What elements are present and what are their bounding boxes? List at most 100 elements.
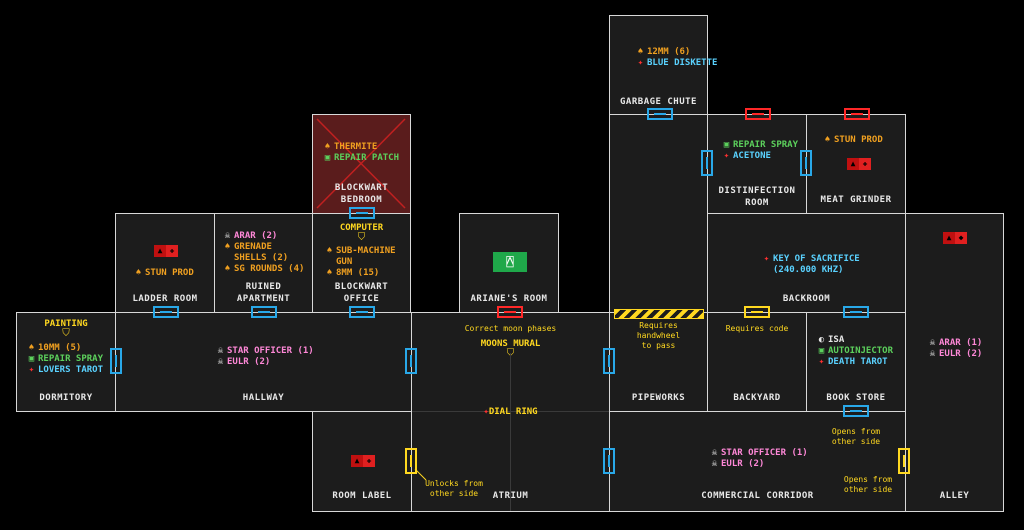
opens-note-2: other side (831, 437, 881, 446)
item-icon: ☠ (929, 338, 936, 348)
item-entry: ▣REPAIR SPRAY (722, 140, 798, 151)
item-icon: ☠ (711, 448, 718, 458)
room-alley: ▲◆ ☠ARAR (1)☠EULR (2) ALLEY (905, 213, 1004, 512)
door-office-hallway[interactable] (349, 306, 375, 318)
item-icon: ♠ (28, 343, 35, 353)
item-icon: ☠ (224, 231, 231, 241)
item-entry: ☠STAR OFFICER (1) (710, 448, 808, 459)
backroom-label: BACKROOM (782, 294, 831, 304)
item-text: ISA (828, 335, 845, 345)
door-backroom-bookstore[interactable] (843, 306, 869, 318)
item-entry: SHELLS (2) (223, 253, 304, 264)
door-corridor-alley-oneway[interactable] (898, 448, 910, 474)
pipeworks-note-3: to pass (641, 341, 676, 350)
item-icon: ▣ (818, 346, 825, 356)
book-store-items: ◐ISA▣AUTOINJECTOR✦DEATH TAROT (817, 335, 893, 368)
pipeworks-label: PIPEWORKS (631, 393, 686, 403)
handwheel-hazard-barrier (614, 309, 704, 319)
moon-phases-note: Correct moon phases (464, 324, 557, 333)
room-book-store: ◐ISA▣AUTOINJECTOR✦DEATH TAROT BOOK STORE (806, 312, 906, 412)
door-garbage-chute[interactable] (647, 108, 673, 120)
door-meat-grinder-locked[interactable] (844, 108, 870, 120)
door-arianes-atrium-locked[interactable] (497, 306, 523, 318)
meat-grinder-items: ♠STUN PROD (823, 135, 883, 146)
item-icon: ♠ (224, 242, 231, 252)
door-distinfection-locked[interactable] (745, 108, 771, 120)
item-icon: ♠ (326, 246, 333, 256)
door-pipeworks-distinfection[interactable] (701, 150, 713, 176)
item-entry: ♠10MM (5) (27, 343, 103, 354)
alley-badge-icon: ▲◆ (943, 232, 967, 244)
item-icon: ✦ (763, 254, 770, 264)
door-apartment-hallway[interactable] (251, 306, 277, 318)
painting-icon: ⛉ (62, 328, 70, 339)
item-icon: ☠ (929, 349, 936, 359)
item-entry: ✦LOVERS TAROT (27, 365, 103, 376)
item-entry: ☠STAR OFFICER (1) (216, 346, 314, 357)
door-bookstore-corridor[interactable] (843, 405, 869, 417)
distinfection-label-1: DISTINFECTION (718, 186, 796, 196)
item-text: LOVERS TAROT (38, 365, 104, 375)
item-entry: ☠ARAR (1) (928, 338, 983, 349)
item-text: ACETONE (733, 151, 771, 161)
door-roomlabel-atrium-oneway[interactable] (405, 448, 417, 474)
door-dormitory-hallway[interactable] (110, 348, 122, 374)
item-text: SG ROUNDS (4) (234, 264, 305, 274)
item-icon: ☠ (217, 357, 224, 367)
item-entry: ✦BLUE DISKETTE (636, 58, 718, 69)
room-distinfection: ▣REPAIR SPRAY✦ACETONE DISTINFECTION ROOM (707, 114, 807, 214)
room-arianes-room: ⍓ ARIANE'S ROOM (459, 213, 559, 313)
door-bedroom-office[interactable] (349, 207, 375, 219)
item-text: ARAR (2) (234, 231, 278, 241)
door-atrium-corridor[interactable] (603, 448, 615, 474)
unlocks-note-1: Unlocks from (425, 479, 483, 488)
opens-note-1: Opens from (831, 427, 881, 436)
painting-label: PAINTING (44, 319, 88, 329)
item-entry: ☠EULR (2) (710, 459, 808, 470)
item-text: ARAR (1) (939, 338, 983, 348)
item-text: STAR OFFICER (1) (721, 448, 808, 458)
item-entry: ✦KEY OF SACRIFICE (762, 254, 860, 265)
alley-label: ALLEY (939, 491, 970, 501)
exit-sign-icon: ⍓ (493, 252, 527, 272)
item-entry: ▣AUTOINJECTOR (817, 346, 893, 357)
door-backroom-backyard-code[interactable] (744, 306, 770, 318)
item-icon: ▣ (723, 140, 730, 150)
hallway-items: ☠STAR OFFICER (1)☠EULR (2) (216, 346, 314, 368)
item-icon: ✦ (723, 151, 730, 161)
unlocks-note-2: other side (429, 489, 479, 498)
item-entry: ♠SG ROUNDS (4) (223, 264, 305, 275)
blockwart-office-label-1: BLOCKWART (334, 282, 389, 292)
ruined-apartment-label-2: APARTMENT (236, 294, 291, 304)
item-entry: ✦DEATH TAROT (817, 357, 893, 368)
ladder-room-items: ♠STUN PROD (134, 268, 194, 279)
item-text: 8MM (15) (336, 268, 380, 278)
atrium-label: ATRIUM (492, 491, 529, 501)
item-entry: ♠STUN PROD (823, 135, 883, 146)
room-room-label: ▲✚ ROOM LABEL (312, 411, 412, 512)
item-text: EULR (2) (721, 459, 765, 469)
room-backyard: Requires code BACKYARD (707, 312, 807, 412)
item-icon: ♠ (824, 135, 831, 145)
room-ladder-room: ▲✚ ♠STUN PROD LADDER ROOM (115, 213, 215, 313)
item-text: REPAIR SPRAY (733, 140, 799, 150)
item-text: 12MM (6) (647, 47, 691, 57)
item-entry: ♠GRENADE (223, 242, 304, 253)
room-dormitory: PAINTING ⛉ ♠10MM (5)▣REPAIR SPRAY✦LOVERS… (16, 312, 116, 412)
item-entry: ♠8MM (15) (325, 268, 396, 279)
door-ladder-hallway[interactable] (153, 306, 179, 318)
item-entry: ♠THERMITE (323, 142, 399, 153)
door-hallway-atrium[interactable] (405, 348, 417, 374)
item-icon: ♠ (637, 47, 644, 57)
commercial-corridor-items: ☠STAR OFFICER (1)☠EULR (2) (710, 448, 808, 470)
item-icon: ♠ (224, 264, 231, 274)
item-text: SHELLS (2) (234, 253, 289, 263)
backyard-label: BACKYARD (733, 393, 781, 403)
door-distinfection-meat-grinder[interactable] (800, 150, 812, 176)
item-text: EULR (2) (227, 357, 271, 367)
door-atrium-pipeworks[interactable] (603, 348, 615, 374)
atrium-crosshair-v (510, 353, 511, 511)
dial-ring-label: ✦DIAL RING (483, 407, 538, 417)
item-entry: ▣REPAIR SPRAY (27, 354, 103, 365)
